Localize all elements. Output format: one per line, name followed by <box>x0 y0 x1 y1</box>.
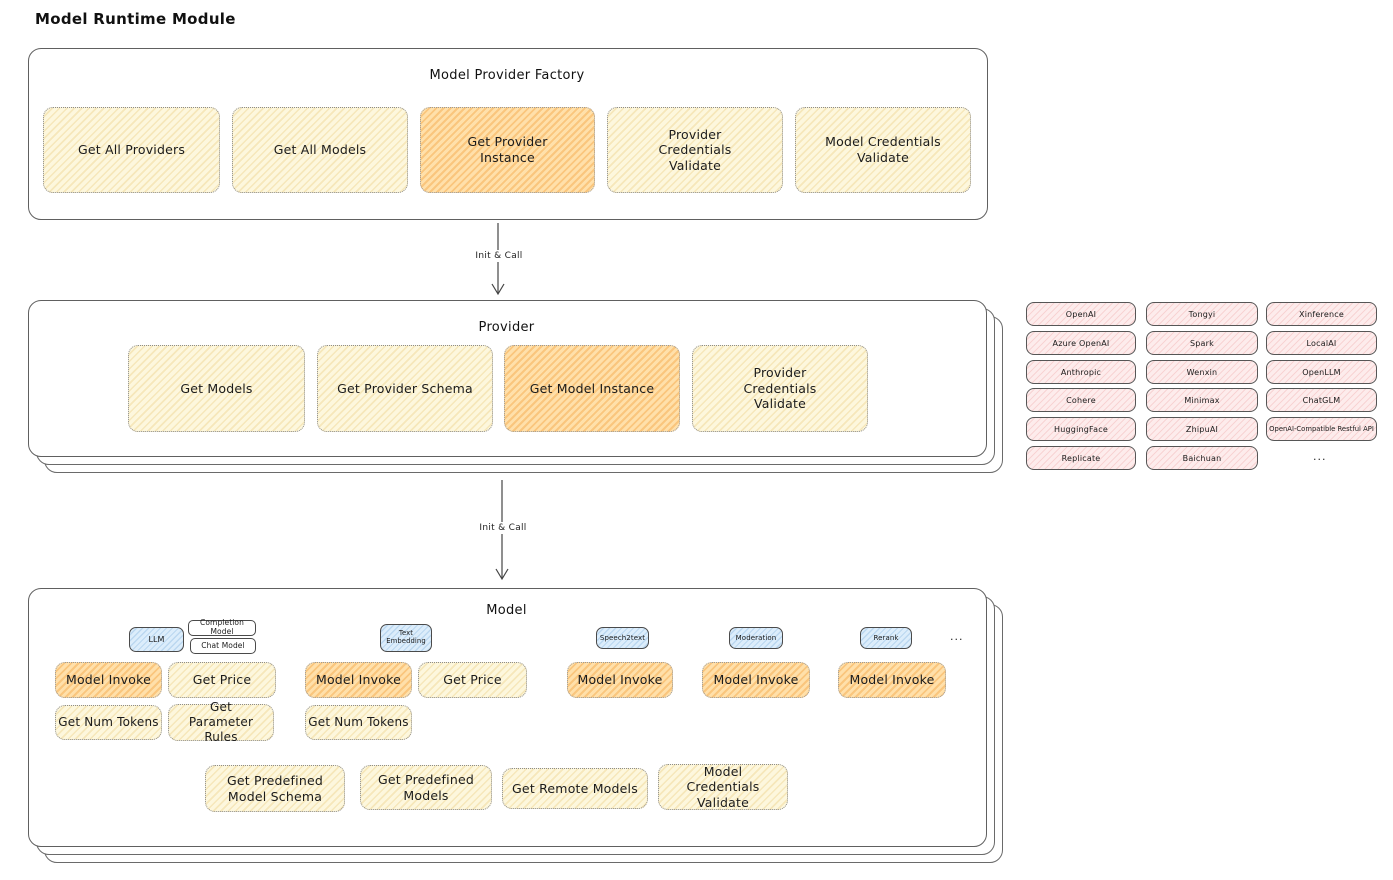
vendor-wenxin: Wenxin <box>1146 360 1258 384</box>
factory-fn-model-credentials-validate: Model Credentials Validate <box>795 107 971 193</box>
speech2text-fn-model-invoke: Model Invoke <box>567 662 673 698</box>
llm-fn-get-parameter-rules: Get Parameter Rules <box>168 700 274 744</box>
tag-text-embedding: Text Embedding <box>380 624 432 652</box>
vendor-replicate: Replicate <box>1026 446 1136 470</box>
model-tags-ellipsis: ... <box>950 630 964 643</box>
vendor-tongyi: Tongyi <box>1146 302 1258 326</box>
text-embedding-fn-get-num-tokens: Get Num Tokens <box>305 705 412 740</box>
vendor-huggingface: HuggingFace <box>1026 417 1136 441</box>
factory-fn-provider-credentials-validate: Provider Credentials Validate <box>607 107 783 193</box>
factory-title: Model Provider Factory <box>429 68 585 83</box>
provider-fn-get-models: Get Models <box>128 345 305 432</box>
model-fn-get-remote-models: Get Remote Models <box>502 768 648 809</box>
arrow1-label: Init & Call <box>471 250 527 262</box>
model-fn-get-predefined-model-schema: Get Predefined Model Schema <box>205 765 345 812</box>
page-title: Model Runtime Module <box>35 10 236 28</box>
llm-fn-get-num-tokens: Get Num Tokens <box>55 705 162 740</box>
vendor-spark: Spark <box>1146 331 1258 355</box>
factory-fn-get-provider-instance: Get Provider Instance <box>420 107 595 193</box>
vendor-minimax: Minimax <box>1146 388 1258 412</box>
arrow2-label: Init & Call <box>475 522 531 534</box>
vendor-zhipuai: ZhipuAI <box>1146 417 1258 441</box>
tag-completion-model: Completion Model <box>188 619 256 636</box>
factory-fn-get-all-providers: Get All Providers <box>43 107 220 193</box>
vendor-xinference: Xinference <box>1266 302 1377 326</box>
tag-llm: LLM <box>129 627 184 652</box>
model-fn-model-credentials-validate: Model Credentials Validate <box>658 764 788 810</box>
rerank-fn-model-invoke: Model Invoke <box>838 662 946 698</box>
tag-speech2text: Speech2text <box>596 627 649 649</box>
vendor-openai: OpenAI <box>1026 302 1136 326</box>
vendor-chatglm: ChatGLM <box>1266 388 1377 412</box>
vendor-anthropic: Anthropic <box>1026 360 1136 384</box>
factory-fn-get-all-models: Get All Models <box>232 107 408 193</box>
vendor-baichuan: Baichuan <box>1146 446 1258 470</box>
vendor-localai: LocalAI <box>1266 331 1377 355</box>
vendor-azure-openai: Azure OpenAI <box>1026 331 1136 355</box>
tag-rerank: Rerank <box>860 627 912 649</box>
provider-fn-get-model-instance: Get Model Instance <box>504 345 680 432</box>
llm-fn-get-price: Get Price <box>168 662 276 698</box>
tag-chat-model: Chat Model <box>190 638 256 654</box>
vendor-openllm: OpenLLM <box>1266 360 1377 384</box>
llm-fn-model-invoke: Model Invoke <box>55 662 162 698</box>
model-fn-get-predefined-models: Get Predefined Models <box>360 765 492 810</box>
vendors-ellipsis: ... <box>1313 450 1327 463</box>
tag-moderation: Moderation <box>729 627 783 649</box>
model-title: Model <box>486 603 527 618</box>
provider-fn-get-provider-schema: Get Provider Schema <box>317 345 493 432</box>
text-embedding-fn-get-price: Get Price <box>418 662 527 698</box>
moderation-fn-model-invoke: Model Invoke <box>702 662 810 698</box>
vendor-openai-compatible-restful-api: OpenAI-Compatible Restful API <box>1266 417 1377 441</box>
provider-fn-provider-credentials-validate: Provider Credentials Validate <box>692 345 868 432</box>
vendor-cohere: Cohere <box>1026 388 1136 412</box>
text-embedding-fn-model-invoke: Model Invoke <box>305 662 412 698</box>
provider-title: Provider <box>478 320 535 335</box>
